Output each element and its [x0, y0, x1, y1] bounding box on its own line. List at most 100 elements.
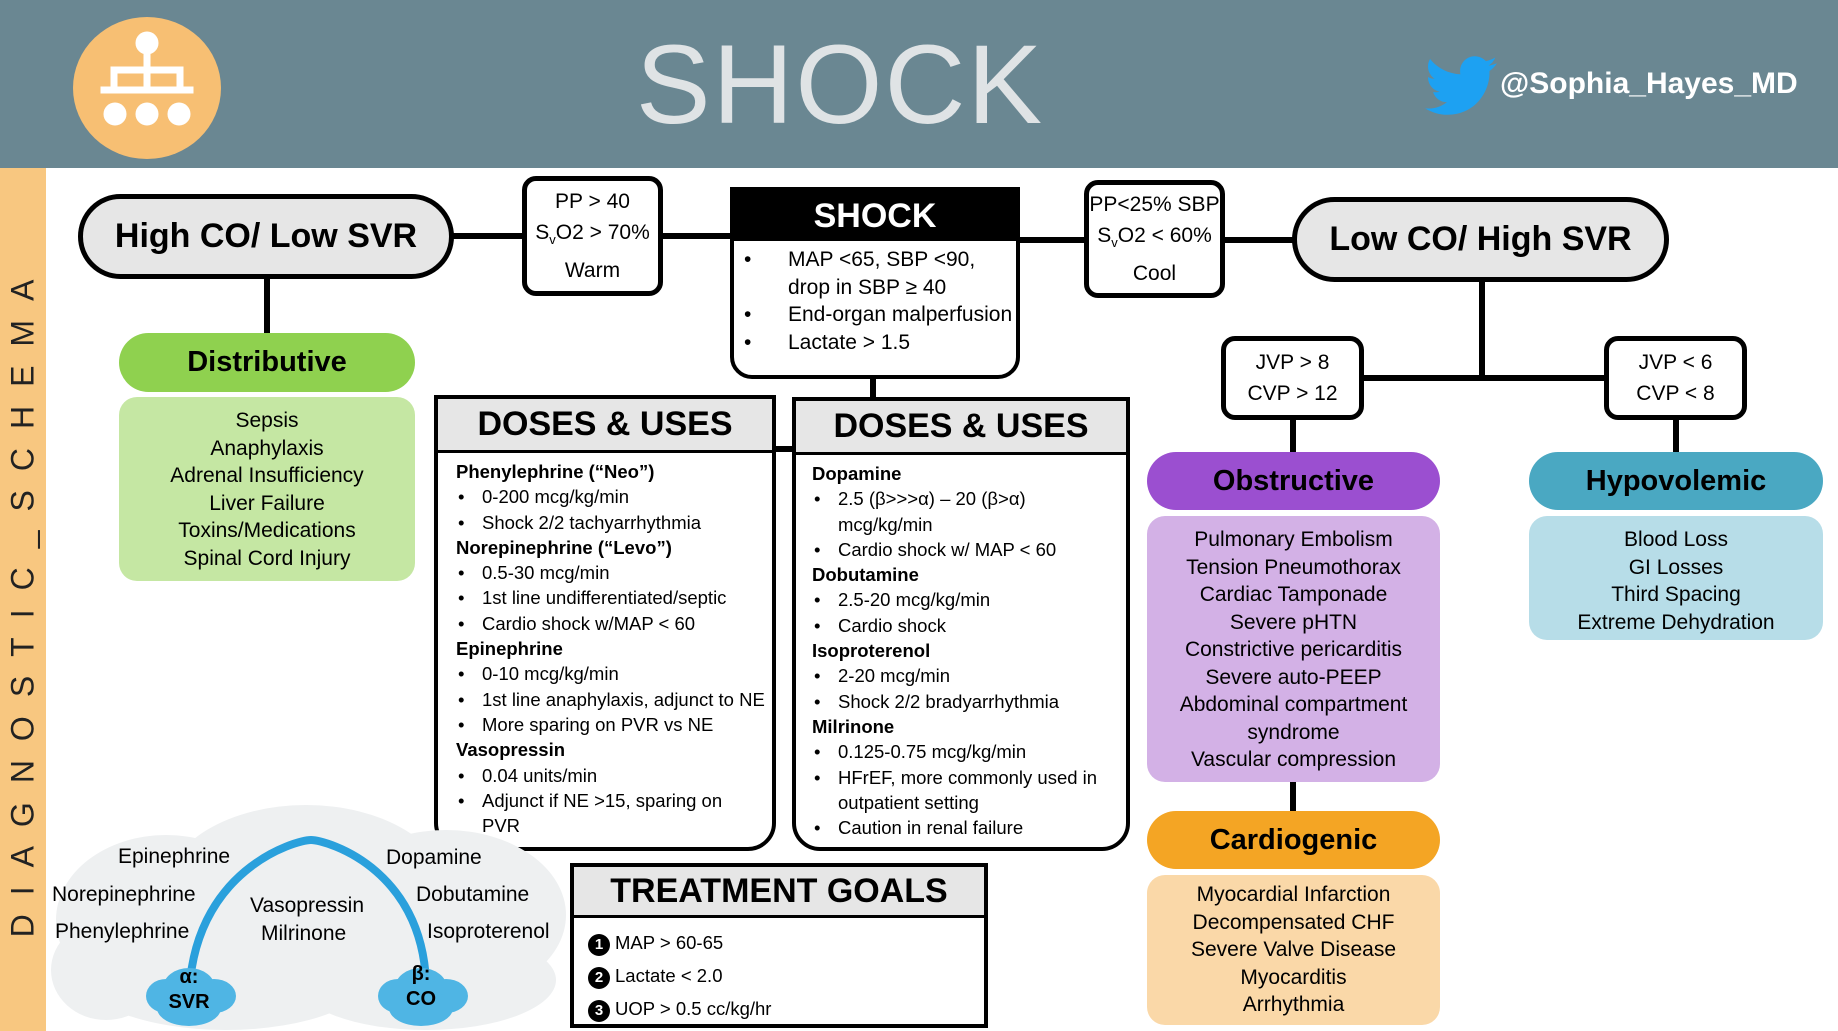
distributive-list: Sepsis Anaphylaxis Adrenal Insufficiency…	[119, 397, 415, 581]
drug-detail: 2.5-20 mcg/kg/min	[812, 587, 1126, 613]
number-badge: 3	[588, 1000, 610, 1022]
shock-box-title: SHOCK	[734, 191, 1016, 241]
distributive-header: Distributive	[119, 333, 415, 392]
shock-criterion: •MAP <65, SBP <90,	[744, 248, 976, 271]
list-item: Severe auto-PEEP	[1205, 665, 1382, 689]
drug-detail: 0.04 units/min	[456, 763, 772, 789]
list-item: Blood Loss	[1624, 528, 1728, 551]
doses-uses-right-title: DOSES & USES	[796, 401, 1126, 455]
list-item: Adrenal Insufficiency	[170, 464, 364, 487]
drug-name: Dopamine	[812, 463, 902, 484]
drug-detail: Shock 2/2 bradyarrhythmia	[812, 689, 1126, 715]
drug-name: Phenylephrine (“Neo”)	[456, 461, 655, 482]
low-co-high-svr-pill: Low CO/ High SVR	[1292, 197, 1669, 282]
list-item: Arrhythmia	[1242, 993, 1345, 1016]
cool-svo2: SvO2 < 60%	[1097, 223, 1212, 251]
page-title: SHOCK	[635, 22, 1045, 147]
doses-uses-left-title: DOSES & USES	[438, 399, 772, 453]
cvp-low-label: CVP < 8	[1636, 382, 1715, 405]
beta-drug-dopamine: Dopamine	[386, 846, 482, 869]
doses-uses-left-card: DOSES & USES Phenylephrine (“Neo”) 0-200…	[434, 395, 776, 851]
cardiogenic-header: Cardiogenic	[1147, 811, 1440, 869]
list-item: Third Spacing	[1611, 583, 1741, 606]
drug-name: Norepinephrine (“Levo”)	[456, 536, 672, 558]
drug-detail: Cardio shock w/ MAP < 60	[812, 537, 1126, 563]
list-item: Abdominal compartment	[1179, 693, 1408, 716]
drug-detail: Cardio shock	[812, 613, 1126, 639]
drug-detail: Adjunct if NE >15, sparing on PVR	[456, 788, 772, 839]
number-badge: 1	[588, 934, 610, 956]
drug-name: Milrinone	[812, 715, 895, 737]
jvp-low-box: JVP < 6 CVP < 8	[1604, 336, 1747, 420]
cool-criteria-box: PP<25% SBP SvO2 < 60% Cool	[1084, 180, 1225, 298]
drug-detail: Shock 2/2 tachyarrhythmia	[456, 510, 772, 536]
drug-detail: 2.5 (β>>>α) – 20 (β>α) mcg/kg/min	[812, 486, 1126, 537]
drug-name: Dobutamine	[812, 564, 919, 586]
twitter-handle[interactable]: @Sophia_Hayes_MD	[1500, 67, 1798, 100]
cool-label: Cool	[1132, 262, 1177, 286]
beta-target: CO	[406, 988, 436, 1010]
drug-detail: 0-10 mcg/kg/min	[456, 661, 772, 687]
doses-uses-right-card: DOSES & USES Dopamine 2.5 (β>>>α) – 20 (…	[792, 397, 1130, 851]
drug-detail: 1st line undifferentiated/septic	[456, 585, 772, 611]
alpha-drug-phenylephrine: Phenylephrine	[55, 920, 190, 943]
list-item: Severe Valve Disease	[1190, 938, 1397, 961]
list-item: Constrictive pericarditis	[1184, 638, 1403, 661]
cvp-high-label: CVP > 12	[1247, 382, 1338, 405]
list-item: Extreme Dehydration	[1577, 610, 1775, 634]
beta-symbol: β:	[411, 963, 431, 985]
obstructive-list: Pulmonary Embolism Tension Pneumothorax …	[1147, 516, 1440, 782]
twitter-bird-icon	[1425, 56, 1497, 115]
hypovolemic-header: Hypovolemic	[1529, 452, 1823, 510]
beta-drug-isoproterenol: Isoproterenol	[427, 920, 550, 943]
drug-name: Isoproterenol	[812, 640, 931, 662]
alpha-target: SVR	[168, 991, 210, 1013]
drug-detail: HFrEF, more commonly used in outpatient …	[812, 765, 1126, 816]
alpha-symbol: α:	[179, 966, 199, 988]
jvp-high-box: JVP > 8 CVP > 12	[1221, 336, 1364, 420]
sidebar	[0, 168, 46, 1031]
hypovolemic-list: Blood Loss GI Losses Third Spacing Extre…	[1529, 516, 1823, 640]
alpha-drug-norepinephrine: Norepinephrine	[52, 883, 196, 906]
list-item: Pulmonary Embolism	[1194, 528, 1393, 551]
drug-detail: Caution in renal failure	[812, 815, 1126, 841]
shock-criterion: •Lactate > 1.5	[744, 330, 911, 354]
list-item: Myocarditis	[1240, 965, 1347, 989]
list-item: GI Losses	[1628, 555, 1724, 579]
drug-detail: 0.5-30 mcg/min	[456, 560, 772, 586]
mixed-drug-milrinone: Milrinone	[261, 922, 347, 945]
list-item: Decompensated CHF	[1192, 910, 1395, 934]
drug-detail: 0.125-0.75 mcg/kg/min	[812, 739, 1126, 765]
list-item: Spinal Cord Injury	[183, 546, 351, 570]
drug-detail: Cardio shock w/MAP < 60	[456, 611, 772, 637]
drug-detail: 1st line anaphylaxis, adjunct to NE	[456, 687, 772, 713]
list-item: Vascular compression	[1190, 748, 1397, 771]
beta-drug-dobutamine: Dobutamine	[416, 883, 530, 906]
alpha-receptor-label: α: SVR	[159, 965, 219, 1015]
jvp-high-label: JVP > 8	[1255, 351, 1330, 374]
warm-svo2: SvO2 > 70%	[535, 220, 650, 248]
list-item: Liver Failure	[209, 491, 325, 515]
drug-detail: 0-200 mcg/kg/min	[456, 484, 772, 510]
drug-detail: More sparing on PVR vs NE	[456, 712, 772, 738]
receptor-cloud-graphic	[51, 805, 566, 1030]
high-co-low-svr-pill: High CO/ Low SVR	[78, 194, 454, 279]
treatment-goals-title: TREATMENT GOALS	[574, 867, 984, 918]
number-badge: 2	[588, 967, 610, 989]
list-item: syndrome	[1247, 720, 1340, 744]
warm-criteria-box: PP > 40 SvO2 > 70% Warm	[522, 176, 663, 296]
list-item: Sepsis	[235, 409, 299, 432]
list-item: Tension Pneumothorax	[1186, 555, 1401, 579]
mixed-drug-vasopressin: Vasopressin	[250, 894, 365, 917]
hierarchy-logo-icon	[73, 17, 221, 159]
cardiogenic-list: Myocardial Infarction Decompensated CHF …	[1147, 875, 1440, 1025]
drug-name: Vasopressin	[456, 739, 566, 761]
list-item: Toxins/Medications	[178, 519, 356, 542]
list-item: Anaphylaxis	[210, 436, 324, 460]
alpha-drug-epinephrine: Epinephrine	[118, 845, 231, 868]
beta-receptor-label: β: CO	[391, 962, 451, 1012]
header-banner	[0, 0, 1838, 168]
list-item: Myocardial Infarction	[1196, 883, 1391, 906]
